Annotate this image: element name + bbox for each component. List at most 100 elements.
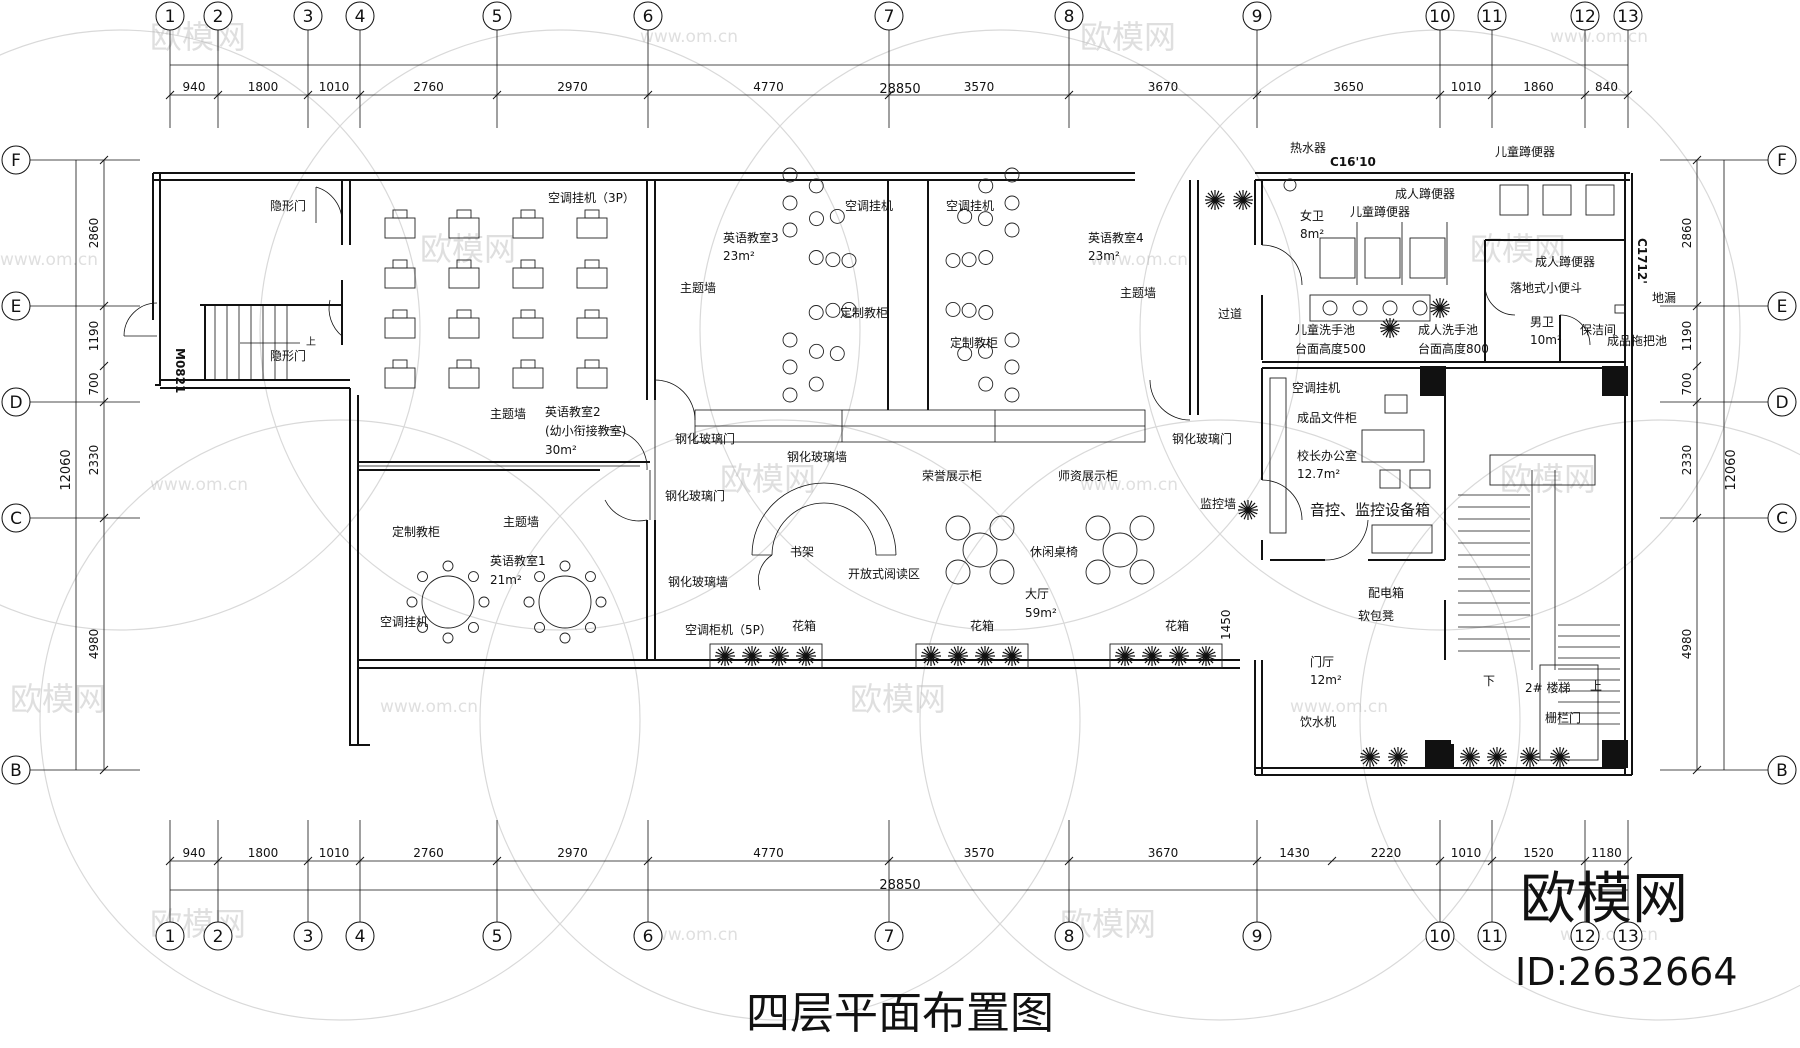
axis-label: 4 — [355, 927, 366, 947]
plant-stroke — [1380, 323, 1400, 333]
axis-label: 8 — [1064, 927, 1075, 947]
dimension-label: 700 — [1680, 373, 1694, 396]
axis-bubble — [1, 503, 31, 533]
label-window-c1712: C1712' — [1635, 238, 1649, 284]
axis-bubble — [1477, 921, 1507, 951]
plant-stroke — [1388, 752, 1408, 762]
dimension-tick — [1692, 361, 1702, 371]
plant-stroke — [1430, 303, 1450, 313]
chair — [782, 332, 798, 348]
axis-label: 12 — [1574, 927, 1596, 947]
axis-bubble — [1242, 921, 1272, 951]
label-up-1: 上 — [1590, 679, 1602, 693]
label-english-3: 英语教室3 — [723, 230, 779, 245]
axis-bubble — [1613, 921, 1643, 951]
chair — [829, 208, 845, 224]
chair — [989, 515, 1015, 541]
chair — [782, 387, 798, 403]
watermark-brand: 欧模网 — [850, 680, 946, 718]
label-door-m0821: M0821 — [173, 348, 187, 393]
chair — [392, 309, 408, 319]
planter-box — [915, 643, 1029, 669]
label-ac-hang-3: 空调挂机 — [946, 199, 994, 213]
label-cleaning-room: 保洁间 — [1580, 323, 1616, 337]
plant-stroke — [1238, 505, 1258, 515]
label-custom-cabinet-3: 定制教柜 — [950, 335, 998, 350]
dimension-tick — [1692, 513, 1702, 523]
axis-bubble — [874, 921, 904, 951]
axis-label: 7 — [884, 927, 895, 947]
label-english-4-area: 23m² — [1088, 249, 1120, 263]
axis-bubble — [1767, 755, 1797, 785]
chair — [825, 252, 841, 268]
chair — [978, 211, 993, 227]
dimension-label: 1010 — [319, 846, 350, 860]
axis-label: 10 — [1429, 927, 1451, 947]
chair — [456, 209, 472, 219]
dimension-label: 1190 — [1680, 321, 1694, 352]
label-adult-squat-2: 成人蹲便器 — [1535, 255, 1595, 269]
watermark-brand: 欧模网 — [720, 460, 816, 498]
dimension-tick — [1487, 90, 1497, 100]
chair — [584, 209, 600, 219]
chair — [782, 167, 798, 183]
chair — [945, 515, 971, 541]
axis-label: B — [1776, 761, 1788, 781]
dimension-label: 2330 — [1680, 445, 1694, 476]
label-custom-cabinet-1: 定制教柜 — [392, 524, 440, 539]
label-ac-hang-1: 空调挂机 — [380, 615, 428, 629]
label-stair-2: 2# 楼梯 — [1525, 680, 1571, 695]
chair — [841, 302, 857, 317]
desk — [512, 367, 544, 389]
chair — [945, 302, 961, 317]
chair — [978, 250, 994, 265]
chair — [782, 359, 798, 375]
chair — [1129, 559, 1155, 585]
dimension-tick — [492, 856, 502, 866]
chair — [534, 622, 545, 633]
chair — [1004, 195, 1020, 211]
dimension-tick — [643, 856, 653, 866]
dimension-tick — [1623, 856, 1633, 866]
dimension-tick — [884, 856, 894, 866]
label-glass-door-3: 钢化玻璃门 — [1172, 431, 1232, 446]
label-window-c1610: C16'10 — [1330, 155, 1376, 169]
label-custom-cabinet-2: 定制教柜 — [840, 305, 888, 320]
label-down: 下 — [1483, 674, 1495, 688]
watermark-brand: 欧模网 — [1500, 460, 1596, 498]
dimension-label: 4770 — [753, 846, 784, 860]
dimension-label: 2970 — [557, 80, 588, 94]
axis-bubble — [1767, 387, 1797, 417]
axis-label: 5 — [492, 7, 503, 27]
label-flower-box-1: 花箱 — [792, 618, 816, 633]
label-glass-door-1: 钢化玻璃门 — [675, 431, 735, 446]
desk — [384, 367, 416, 389]
plant-stroke — [1205, 195, 1225, 205]
axis-label: 9 — [1252, 927, 1263, 947]
dimension-label: 700 — [87, 373, 101, 396]
label-english-4: 英语教室4 — [1088, 230, 1144, 245]
label-hidden-door-1: 隐形门 — [270, 198, 306, 213]
plant-stroke — [1002, 651, 1022, 661]
desk-grid-classroom-2 — [384, 209, 608, 389]
dimension-label: 2330 — [87, 445, 101, 476]
chair — [468, 571, 479, 582]
dimension-label: 1800 — [248, 80, 279, 94]
axis-label: 3 — [303, 927, 314, 947]
plant-stroke — [1360, 752, 1380, 762]
axis-label: 12 — [1574, 7, 1596, 27]
dimension-label: 3570 — [964, 846, 995, 860]
dimension-tick — [1580, 856, 1590, 866]
label-mop-sink: 成品拖把池 — [1607, 334, 1667, 348]
label-up-2: 上 — [306, 336, 316, 348]
label-theme-wall-c: 主题墙 — [680, 281, 716, 295]
room-labels: 隐形门 隐形门 M0821 空调挂机（3P） 英语教室2 (幼小衔接教室) 30… — [173, 141, 1676, 729]
chair — [595, 596, 607, 608]
total-dimension-bottom: 28850 — [879, 878, 920, 893]
dimension-label: 3670 — [1148, 846, 1179, 860]
chair — [1004, 167, 1020, 183]
label-water-dispenser: 饮水机 — [1300, 715, 1336, 729]
chair — [1004, 387, 1020, 403]
dimension-tick — [1327, 856, 1337, 866]
